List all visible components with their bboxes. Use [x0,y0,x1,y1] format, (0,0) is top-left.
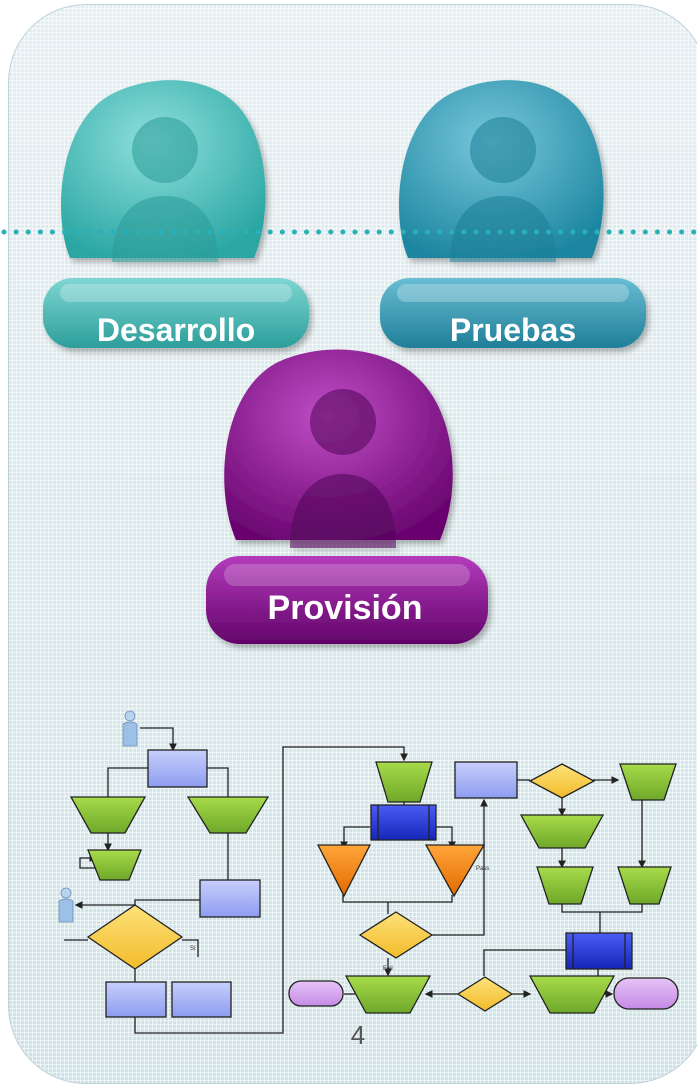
decision-diamond [86,904,184,970]
role-provisioning: Provisión [206,349,488,644]
process-boxes [105,749,518,1018]
user-icon [122,710,138,747]
manual-operation [619,763,677,801]
person-icon [43,80,309,348]
page-number: 4 [350,1020,366,1050]
person-icon [380,80,646,348]
manual-operation [528,975,616,1014]
role-testing: Pruebas [380,80,646,348]
decision-diamond [358,911,434,959]
decisions [86,763,596,1012]
role-testing-label: Pruebas [450,312,576,348]
role-provisioning-label: Provisión [268,589,423,627]
manual-operation [536,866,594,905]
manual-operation [344,975,432,1014]
role-development-label: Desarrollo [97,312,255,348]
process-box [147,749,208,788]
decision-diamond [528,763,596,799]
manual-operation [519,814,605,849]
person-icon [206,349,488,644]
flow-label-fail: Fail [383,966,393,972]
process-box [454,761,518,799]
process-box [199,879,261,918]
flow-label-pass: Pass [476,866,489,872]
merge-triangle [424,844,486,898]
manual-operation [87,849,142,881]
flowchart-connector-labels: No Sí Pass Fail [128,866,489,972]
process-flowchart: No Sí Pass Fail [58,710,679,1034]
manual-operation [69,796,147,834]
flow-label-yes: Sí [190,946,196,952]
terminator [613,977,679,1010]
merge-triangle [316,844,372,898]
subprocess [370,804,437,841]
decision-diamond [456,976,514,1012]
user-icon [58,887,74,923]
manual-operations [69,761,677,1014]
subprocess [565,932,633,970]
role-development: Desarrollo [43,80,309,348]
manual-operation [617,866,672,905]
terminator [288,980,344,1007]
process-box [171,981,232,1018]
terminators [288,977,679,1010]
merge-triangles [316,844,486,898]
process-box [105,981,167,1018]
subprocesses [370,804,633,970]
manual-operation [375,761,433,803]
manual-operation [186,796,270,834]
